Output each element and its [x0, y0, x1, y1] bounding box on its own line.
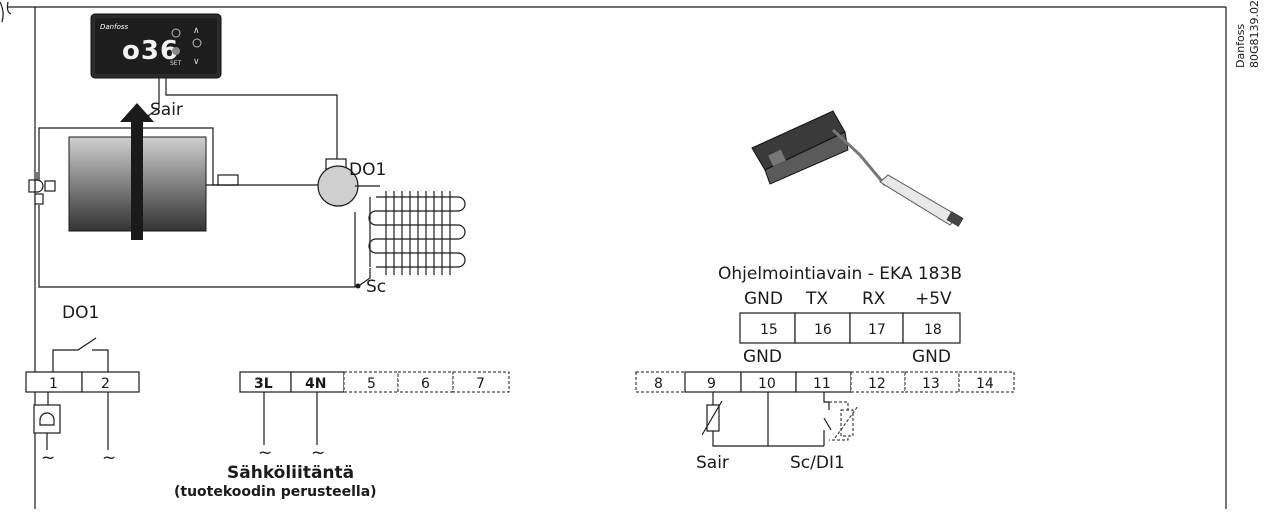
tilde-3: ~	[258, 443, 272, 463]
terminal-label-6: 6	[421, 376, 430, 392]
sc-sensor-icon	[840, 409, 854, 437]
do1-signal-line	[165, 78, 338, 160]
filter-drier	[217, 174, 239, 186]
relay-contact	[92, 349, 109, 372]
sair-probe-lead	[147, 78, 160, 117]
terminal-12	[850, 371, 906, 393]
up-arrow-icon[interactable]: ∧	[193, 26, 200, 36]
tilde-1: ~	[41, 448, 55, 468]
terminal-label-3l: 3L	[254, 376, 273, 392]
terminal-label-12: 12	[868, 376, 886, 392]
pin-name-5v: +5V	[915, 289, 952, 309]
terminal-8	[635, 371, 686, 393]
terminal-label-4n: 4N	[305, 376, 326, 392]
terminal-13	[904, 371, 960, 393]
tilde-2: ~	[102, 448, 116, 468]
label-gnd-right: GND	[912, 347, 951, 367]
power-supply-note: (tuotekoodin perusteella)	[174, 484, 377, 500]
relay-switch	[52, 337, 97, 372]
terminal-14	[958, 371, 1015, 393]
di1-switch-icon	[823, 417, 832, 431]
label-sair-bottom: Sair	[696, 453, 729, 473]
side-brand: Danfoss	[1234, 23, 1247, 68]
down-arrow-icon[interactable]: ∨	[193, 57, 200, 67]
controller-face	[95, 18, 217, 74]
label-gnd-left: GND	[743, 347, 782, 367]
terminal-label-8: 8	[654, 376, 663, 392]
pin-name-tx: TX	[805, 289, 828, 309]
snowflake-icon[interactable]	[171, 28, 181, 38]
di1-lead-top	[823, 392, 830, 410]
terminal-label-11: 11	[813, 376, 831, 392]
label-do1-top: DO1	[349, 160, 386, 180]
label-sc-top: Sc	[366, 277, 386, 297]
terminal-label-7: 7	[476, 376, 485, 392]
programming-key-title: Ohjelmointiavain - EKA 183B	[718, 264, 962, 284]
terminal-label-13: 13	[922, 376, 940, 392]
terminal-label-10: 10	[758, 376, 776, 392]
side-code: 80G8139.02	[1248, 0, 1261, 68]
compressor-load-icon	[33, 404, 61, 434]
sc-probe-lead	[359, 268, 371, 286]
expansion-valve-icon	[28, 172, 56, 205]
pin-num-15: 15	[760, 322, 778, 338]
airflow-arrow-icon	[120, 103, 154, 122]
controller: Danfoss o36 SET ∧ ∨	[90, 13, 222, 79]
airflow-arrow-shaft	[131, 113, 143, 240]
terminal-label-2: 2	[101, 376, 110, 392]
pin-num-17: 17	[868, 322, 886, 338]
power-icon[interactable]	[192, 38, 202, 48]
programming-key-image	[751, 110, 964, 227]
terminal-label-14: 14	[976, 376, 994, 392]
label-scdi1-bottom: Sc/DI1	[790, 453, 845, 473]
terminal-7	[452, 371, 510, 393]
function-button-icon[interactable]	[172, 47, 180, 55]
pin-name-gnd: GND	[744, 289, 783, 309]
pin-cell	[739, 312, 796, 344]
sair-sensor-slash	[701, 400, 723, 436]
condenser-coil	[368, 191, 466, 275]
pin-num-16: 16	[814, 322, 832, 338]
corner-glyph	[0, 1, 12, 23]
tilde-4: ~	[311, 443, 325, 463]
sc-probe-dot	[355, 283, 361, 289]
terminal-5	[343, 371, 399, 393]
pin-name-rx: RX	[862, 289, 886, 309]
pin-num-18: 18	[924, 322, 942, 338]
pin-cell	[849, 312, 904, 344]
terminal-label-1: 1	[49, 376, 58, 392]
compressor-symbol-icon	[39, 412, 55, 426]
power-supply-label: Sähköliitäntä	[227, 463, 354, 483]
label-sair-top: Sair	[150, 100, 183, 120]
pin-cell	[794, 312, 851, 344]
terminal-label-9: 9	[707, 376, 716, 392]
set-button[interactable]: SET	[170, 60, 182, 67]
sair-return-line	[712, 431, 824, 447]
label-do1-relay: DO1	[62, 303, 99, 323]
sc-sensor-slash	[834, 405, 859, 439]
terminal-label-5: 5	[367, 376, 376, 392]
controller-display: o36	[122, 36, 179, 66]
pin-cell	[902, 312, 961, 344]
pipe-return	[38, 205, 356, 288]
terminal-2	[81, 371, 140, 393]
controller-brand: Danfoss	[100, 23, 129, 31]
